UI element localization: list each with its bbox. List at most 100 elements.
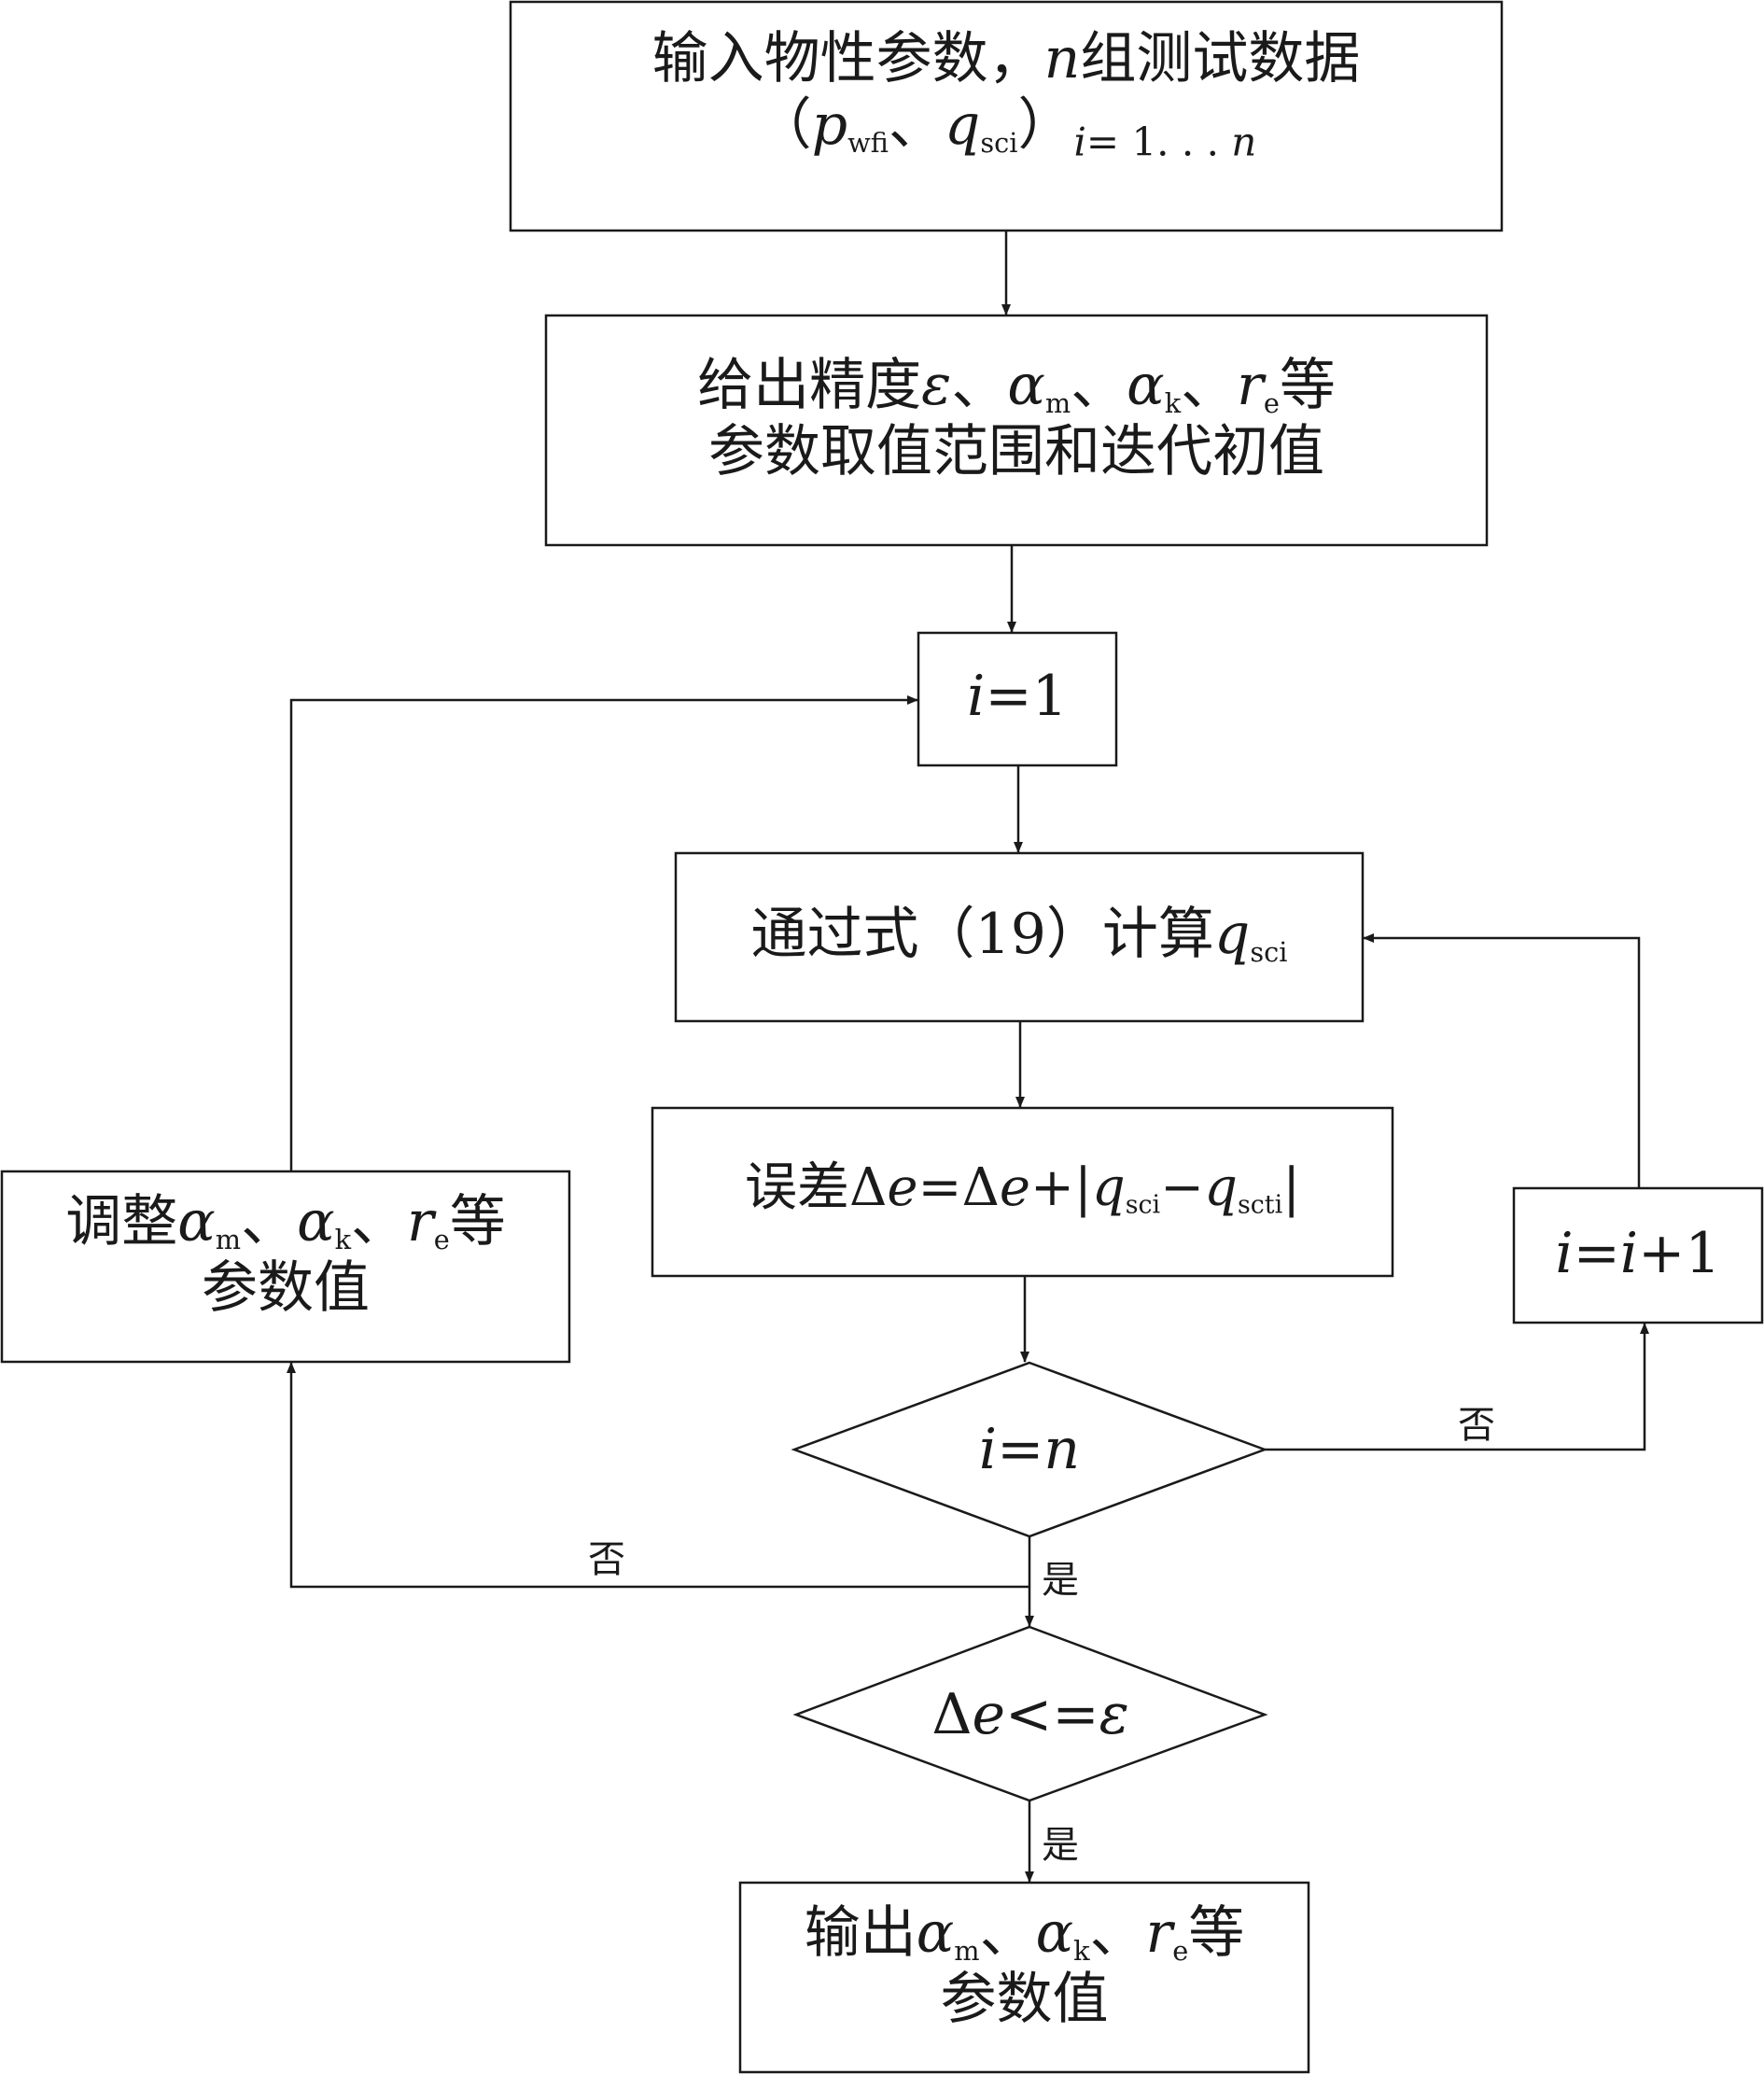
check-n-eq: =: [997, 1417, 1044, 1482]
compute-label: 通过式（19）计算qsci: [676, 902, 1363, 968]
adjust-tail: 等: [449, 1189, 506, 1254]
increment-label: i=i+1: [1514, 1221, 1762, 1287]
input-range: i= 1. . . n: [1073, 119, 1256, 164]
adjust-re: r: [407, 1189, 434, 1254]
precision-ak-sub: k: [1164, 387, 1182, 420]
edge-label-yes-check: 是: [1042, 1559, 1079, 1602]
error-delta2: Δ: [961, 1157, 1000, 1218]
init-i-var: i: [967, 664, 986, 729]
adjust-ak: α: [297, 1189, 335, 1254]
output-re: r: [1145, 1900, 1173, 1966]
adjust-sep2: 、: [351, 1189, 408, 1254]
precision-ak: α: [1127, 353, 1165, 418]
error-eq: =: [917, 1157, 962, 1218]
input-open-paren: （: [755, 91, 812, 158]
check-eps-e: e: [972, 1682, 1006, 1747]
precision-box: [544, 314, 1489, 547]
error-bar1: |: [1073, 1157, 1092, 1218]
input-line1-text: 输入物性参数，: [651, 26, 1044, 91]
adjust-label: 调整αm、αk、re等 参数值: [2, 1189, 569, 1322]
output-am-sub: m: [954, 1935, 980, 1968]
precision-sep3: 、: [1181, 353, 1238, 418]
check-n-label: i=n: [794, 1417, 1265, 1483]
check-eps-op: <=: [1005, 1682, 1099, 1747]
input-p-var: p: [811, 91, 848, 158]
increment-box: [1512, 1186, 1764, 1324]
error-box: [651, 1106, 1394, 1278]
precision-eps: ε: [921, 353, 952, 418]
precision-line1: 给出精度ε、αm、αk、re等: [546, 353, 1487, 419]
compute-box: [674, 851, 1365, 1023]
check-n-n: n: [1043, 1417, 1081, 1482]
error-q1-sub: sci: [1125, 1190, 1161, 1220]
output-line1: 输出αm、αk、re等: [740, 1900, 1309, 1967]
output-box: [738, 1881, 1310, 2074]
check-epsilon-label: Δe<=ε: [796, 1682, 1265, 1748]
adjust-line1-text: 调整: [65, 1189, 178, 1254]
input-line2: （pwfi、qsci）i= 1. . . n: [511, 92, 1502, 165]
precision-label: 给出精度ε、αm、αk、re等 参数取值范围和迭代初值: [546, 353, 1487, 485]
edge-label-no-increment: 否: [1458, 1404, 1495, 1447]
error-plus: +: [1030, 1157, 1074, 1218]
precision-tail: 等: [1279, 353, 1336, 418]
error-e2: e: [999, 1157, 1031, 1218]
error-bar2: |: [1282, 1157, 1301, 1218]
output-ak-sub: k: [1073, 1935, 1090, 1968]
check-n-i: i: [978, 1417, 998, 1482]
adjust-am: α: [177, 1189, 216, 1254]
adjust-box: [0, 1170, 571, 1364]
precision-sep2: 、: [1071, 353, 1127, 418]
input-p-sub: wfi: [847, 127, 889, 159]
output-ak: α: [1035, 1900, 1074, 1966]
init-i-eq: =1: [985, 664, 1068, 729]
input-label: 输入物性参数，n组测试数据 （pwfi、qsci）i= 1. . . n: [511, 26, 1502, 165]
output-tail: 等: [1188, 1900, 1245, 1966]
init-i-box: [917, 631, 1118, 767]
adjust-sep1: 、: [241, 1189, 298, 1254]
adjust-re-sub: e: [433, 1224, 450, 1256]
precision-sep1: 、: [951, 353, 1008, 418]
input-line1-tail: 组测试数据: [1080, 26, 1361, 91]
output-line1-text: 输出: [804, 1900, 917, 1966]
adjust-am-sub: m: [215, 1224, 242, 1256]
input-box: [509, 0, 1504, 232]
check-eps-delta: Δ: [931, 1682, 973, 1747]
check-eps-eps: ε: [1099, 1682, 1129, 1747]
adjust-ak-sub: k: [334, 1224, 352, 1256]
precision-line2: 参数取值范围和迭代初值: [708, 418, 1324, 484]
compute-text: 通过式（19）计算: [750, 902, 1214, 967]
output-label: 输出αm、αk、re等 参数值: [740, 1900, 1309, 2033]
error-label: 误差Δe=Δe+|qsci−qscti|: [652, 1157, 1393, 1219]
precision-am-sub: m: [1044, 387, 1071, 420]
increment-i1: i: [1555, 1221, 1574, 1286]
output-sep1: 、: [979, 1900, 1036, 1966]
input-q-sub: sci: [980, 127, 1018, 159]
input-range-i: i: [1073, 119, 1086, 165]
input-range-n: n: [1231, 119, 1257, 165]
error-q1: q: [1091, 1157, 1126, 1218]
precision-am: α: [1007, 353, 1045, 418]
error-q2-sub: scti: [1237, 1190, 1283, 1220]
edge-adjust-to-init: [289, 695, 918, 1171]
precision-re: r: [1237, 353, 1264, 418]
increment-eq: =: [1573, 1221, 1620, 1286]
input-sep: 、: [888, 91, 945, 158]
input-n-var: n: [1043, 26, 1081, 91]
output-sep2: 、: [1089, 1900, 1146, 1966]
edge-label-yes-output: 是: [1042, 1824, 1079, 1867]
error-delta1: Δ: [848, 1157, 888, 1218]
error-text: 误差: [744, 1157, 849, 1218]
precision-re-sub: e: [1263, 387, 1280, 420]
adjust-line2: 参数值: [202, 1254, 370, 1321]
init-i-label: i=1: [918, 664, 1116, 730]
edge-check-n-no-to-increment: [1265, 1323, 1649, 1451]
error-e1: e: [887, 1157, 918, 1218]
input-line1: 输入物性参数，n组测试数据: [511, 26, 1502, 92]
input-q-var: q: [944, 91, 981, 158]
error-q2: q: [1204, 1157, 1238, 1218]
output-re-sub: e: [1172, 1935, 1189, 1968]
precision-line1-text: 给出精度: [697, 353, 922, 418]
compute-q-sub: sci: [1250, 936, 1288, 969]
compute-q: q: [1213, 902, 1251, 967]
